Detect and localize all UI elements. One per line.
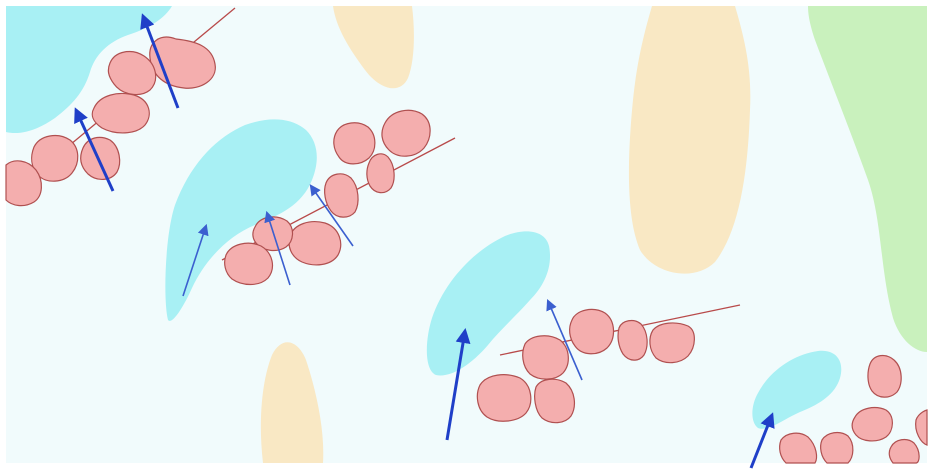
sand-patches	[260, 6, 751, 463]
pebble	[851, 407, 893, 442]
pebble	[366, 153, 395, 194]
flow-arrows	[74, 13, 775, 469]
pebble	[288, 221, 342, 266]
pebble	[888, 438, 920, 464]
pebble	[649, 322, 695, 364]
pebble	[779, 432, 818, 464]
pebble	[91, 92, 150, 134]
vegetation-patch	[808, 6, 927, 352]
pebble	[915, 409, 928, 446]
water-pool-center-left	[165, 119, 317, 321]
pebble	[522, 335, 569, 380]
pebble	[5, 160, 42, 207]
pebble	[324, 173, 359, 218]
sand-patch-top	[333, 6, 414, 89]
pebble	[569, 308, 615, 355]
flow-arrow-thin	[546, 298, 583, 381]
flow-arrow-thin	[264, 210, 291, 286]
pebble	[224, 242, 274, 286]
flow-arrow-thick	[749, 412, 775, 469]
pebble	[107, 50, 157, 96]
sand-patch-bottom	[260, 342, 324, 463]
pebble	[333, 122, 376, 165]
pebble	[617, 319, 648, 361]
flow-arrow-thin	[182, 223, 209, 297]
pebble	[252, 216, 294, 252]
flow-arrow-thick	[74, 107, 115, 192]
pebble	[80, 136, 121, 180]
pebbles	[5, 36, 928, 464]
water-pool-bottom-right	[752, 350, 842, 429]
pebble	[381, 109, 431, 157]
pebble	[820, 431, 854, 464]
flow-arrow-thin	[309, 184, 354, 247]
flow-arrow-thick	[445, 328, 471, 441]
pebble	[534, 378, 576, 424]
flow-arrow-thick	[140, 13, 180, 109]
water-pool-top-left	[6, 6, 172, 134]
sand-patch-right	[628, 6, 751, 274]
pebble	[476, 374, 532, 422]
pebble	[867, 354, 902, 398]
